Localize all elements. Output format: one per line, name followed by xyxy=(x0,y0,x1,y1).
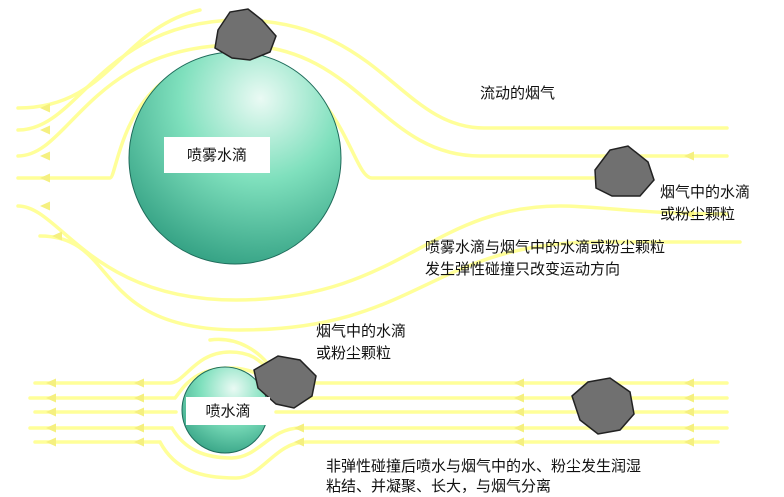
left-arrowhead-icon xyxy=(684,151,694,161)
water-droplet-label: 喷水滴 xyxy=(186,397,270,425)
bottom-particle-label-line2: 或粉尘颗粒 xyxy=(316,344,392,362)
left-arrowhead-icon xyxy=(134,437,144,447)
streamline xyxy=(208,337,270,366)
top-description-line2: 发生弹性碰撞只改变运动方向 xyxy=(425,260,621,278)
top-particle-label-line1: 烟气中的水滴 xyxy=(660,183,751,201)
left-arrowhead-icon xyxy=(294,423,304,433)
left-arrowhead-icon xyxy=(134,393,144,403)
left-arrowhead-icon xyxy=(294,437,304,447)
left-arrowhead-icon xyxy=(514,378,524,388)
bottom-streamlines xyxy=(28,337,729,480)
left-arrowhead-icon xyxy=(40,173,50,183)
particle-icon xyxy=(214,8,277,61)
left-arrowhead-icon xyxy=(46,407,56,417)
particle-icon xyxy=(253,355,317,409)
left-arrowhead-icon xyxy=(40,125,50,135)
left-arrowhead-icon xyxy=(40,103,50,113)
left-arrowhead-icon xyxy=(514,423,524,433)
left-arrowhead-icon xyxy=(684,378,694,388)
left-arrowhead-icon xyxy=(46,437,56,447)
bottom-particle-label-line1: 烟气中的水滴 xyxy=(316,322,407,340)
left-arrowhead-icon xyxy=(134,378,144,388)
flow-arrows xyxy=(40,103,694,447)
left-arrowhead-icon xyxy=(40,201,50,211)
left-arrowhead-icon xyxy=(46,378,56,388)
particle-icon xyxy=(571,377,635,435)
left-arrowhead-icon xyxy=(514,437,524,447)
streamline xyxy=(38,234,742,332)
streamline xyxy=(33,440,720,480)
left-arrowhead-icon xyxy=(684,393,694,403)
left-arrowhead-icon xyxy=(52,231,62,241)
bottom-description-line1: 非弹性碰撞后喷水与烟气中的水、粉尘发生润湿 xyxy=(326,457,642,475)
left-arrowhead-icon xyxy=(684,407,694,417)
particle-icon xyxy=(594,145,655,197)
flow-gas-label: 流动的烟气 xyxy=(480,84,556,102)
left-arrowhead-icon xyxy=(134,407,144,417)
top-particle-label-line2: 或粉尘颗粒 xyxy=(660,205,736,223)
left-arrowhead-icon xyxy=(134,423,144,433)
spray-droplet-label: 喷雾水滴 xyxy=(164,137,270,173)
left-arrowhead-icon xyxy=(46,423,56,433)
streamline xyxy=(28,426,729,460)
top-description-line1: 喷雾水滴与烟气中的水滴或粉尘颗粒 xyxy=(425,238,666,256)
left-arrowhead-icon xyxy=(514,393,524,403)
left-arrowhead-icon xyxy=(684,423,694,433)
left-arrowhead-icon xyxy=(40,151,50,161)
bottom-description-line2: 粘结、并凝聚、长大，与烟气分离 xyxy=(326,477,552,495)
particles xyxy=(214,8,655,435)
left-arrowhead-icon xyxy=(514,407,524,417)
left-arrowhead-icon xyxy=(684,209,694,219)
left-arrowhead-icon xyxy=(46,393,56,403)
left-arrowhead-icon xyxy=(684,437,694,447)
